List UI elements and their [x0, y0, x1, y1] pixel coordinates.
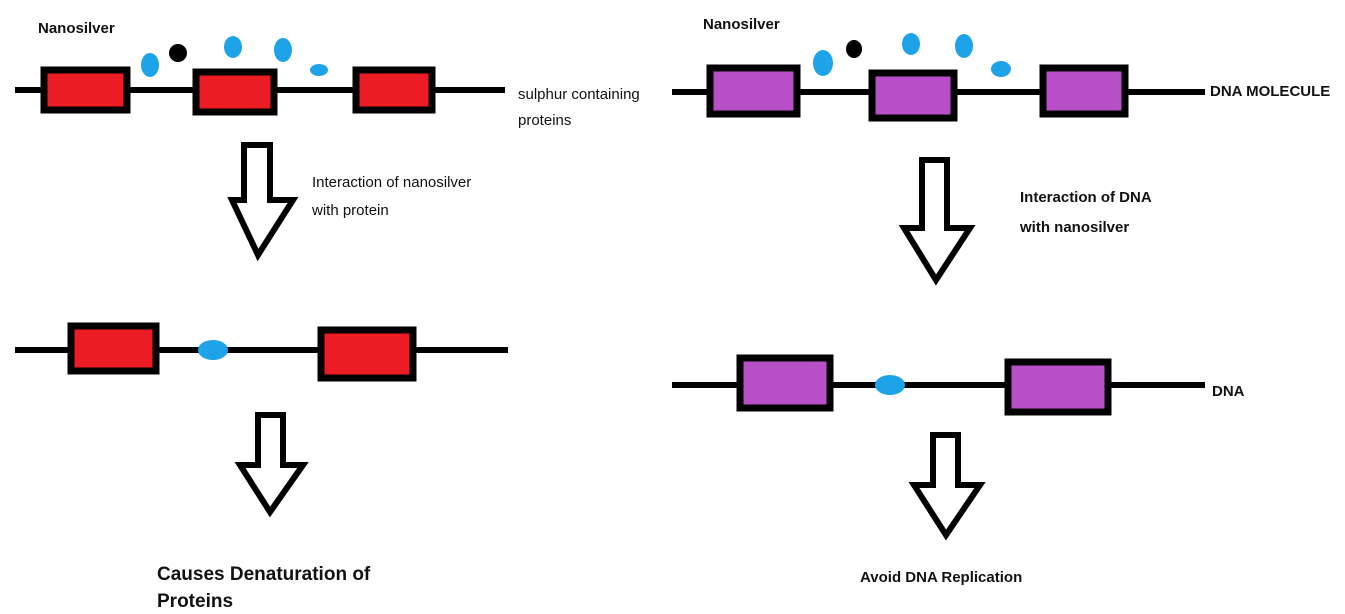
down-arrow — [898, 157, 976, 286]
nanosilver-particle — [875, 375, 905, 395]
right-nanosilver-particles — [813, 33, 1011, 77]
protein-box — [67, 322, 160, 375]
left-result-line2: Proteins — [157, 591, 234, 612]
dna-box — [736, 354, 834, 412]
sulphur-proteins-label-line1: sulphur containing — [518, 86, 640, 103]
left-nanosilver-particles — [141, 36, 328, 77]
right-dna-result-strand — [672, 354, 1205, 416]
left-result-line1: Causes Denaturation of — [157, 564, 371, 585]
dna-box — [868, 69, 958, 122]
nanosilver-particle — [902, 33, 920, 55]
left-interaction-label-line2: with protein — [312, 202, 389, 219]
dna-molecule-label: DNA MOLECULE — [1210, 83, 1331, 100]
right-result-label: Avoid DNA Replication — [860, 569, 1023, 586]
dna-box — [1039, 64, 1129, 118]
protein-box — [40, 66, 131, 114]
right-interaction-label-line2: with nanosilver — [1020, 219, 1130, 236]
left-protein-strand — [15, 66, 505, 116]
down-arrow — [227, 142, 299, 262]
protein-box — [317, 326, 417, 382]
dna-box — [706, 64, 801, 118]
nanosilver-particle — [310, 64, 328, 76]
down-arrow — [234, 412, 309, 518]
sulphur-particle — [846, 40, 862, 58]
sulphur-particle — [169, 44, 187, 62]
left-interaction-label-line1: Interaction of nanosilver — [312, 174, 472, 191]
sulphur-proteins-label-line2: proteins — [518, 112, 572, 129]
right-dna-strand — [672, 64, 1205, 122]
down-arrow — [908, 432, 986, 541]
right-nanosilver-label: Nanosilver — [703, 16, 780, 33]
nanosilver-particle — [198, 340, 228, 360]
protein-box — [352, 66, 436, 114]
dna-box — [1004, 358, 1112, 416]
nanosilver-particle — [991, 61, 1011, 77]
nanosilver-particle — [955, 34, 973, 58]
dna-label: DNA — [1212, 383, 1245, 400]
protein-box — [192, 68, 278, 116]
right-interaction-label-line1: Interaction of DNA — [1020, 189, 1152, 206]
nanosilver-particle — [274, 38, 292, 62]
left-nanosilver-label: Nanosilver — [38, 20, 115, 37]
nanosilver-particle — [813, 50, 833, 76]
nanosilver-particle — [141, 53, 159, 77]
nanosilver-particle — [224, 36, 242, 58]
left-denatured-strand — [15, 322, 508, 382]
